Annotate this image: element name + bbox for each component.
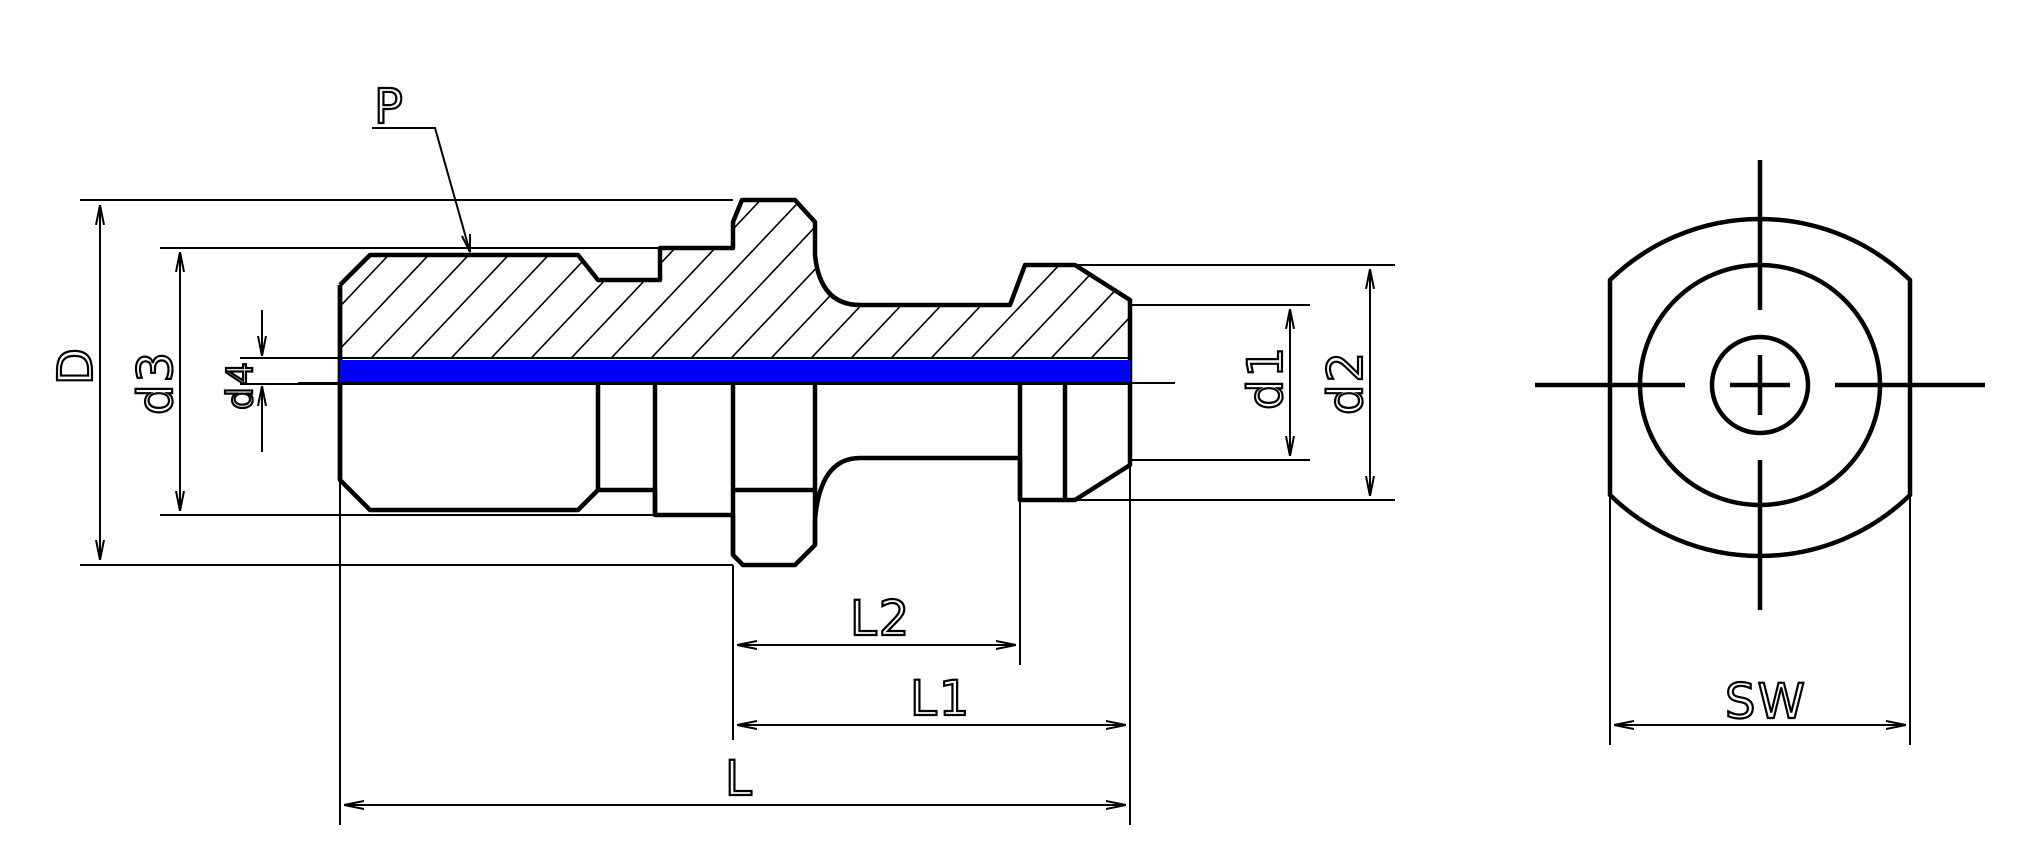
dimension-labels: P D d3 d4 d1 d2 L2 L1 L SW [47,78,1807,808]
hatch-line [599,200,771,358]
label-d4: d4 [220,360,261,410]
hatch-line [1039,200,1130,358]
section-hatching [340,190,1450,370]
hatch-line [1200,190,1370,370]
label-p: P [374,79,405,135]
pull-stud-end-view [1535,160,1985,745]
pull-stud-side-view [298,197,1175,568]
bore-channel [340,360,1130,382]
label-d3: d3 [128,350,184,415]
label-d: D [48,346,104,385]
hatch-line [1160,190,1330,370]
hatch-line [1280,190,1450,370]
hatch-line [639,200,811,358]
hatch-line [999,200,1130,358]
label-d2: d2 [1318,350,1374,415]
hatch-line [1240,190,1410,370]
label-l: L [725,751,754,807]
label-d1: d1 [1238,345,1294,410]
dimension-lines [80,127,1395,825]
label-sw: SW [1725,674,1807,730]
hatch-line [1119,200,1130,358]
label-l2: L2 [850,591,911,647]
hatch-line [1079,200,1130,358]
label-l1: L1 [910,671,971,727]
